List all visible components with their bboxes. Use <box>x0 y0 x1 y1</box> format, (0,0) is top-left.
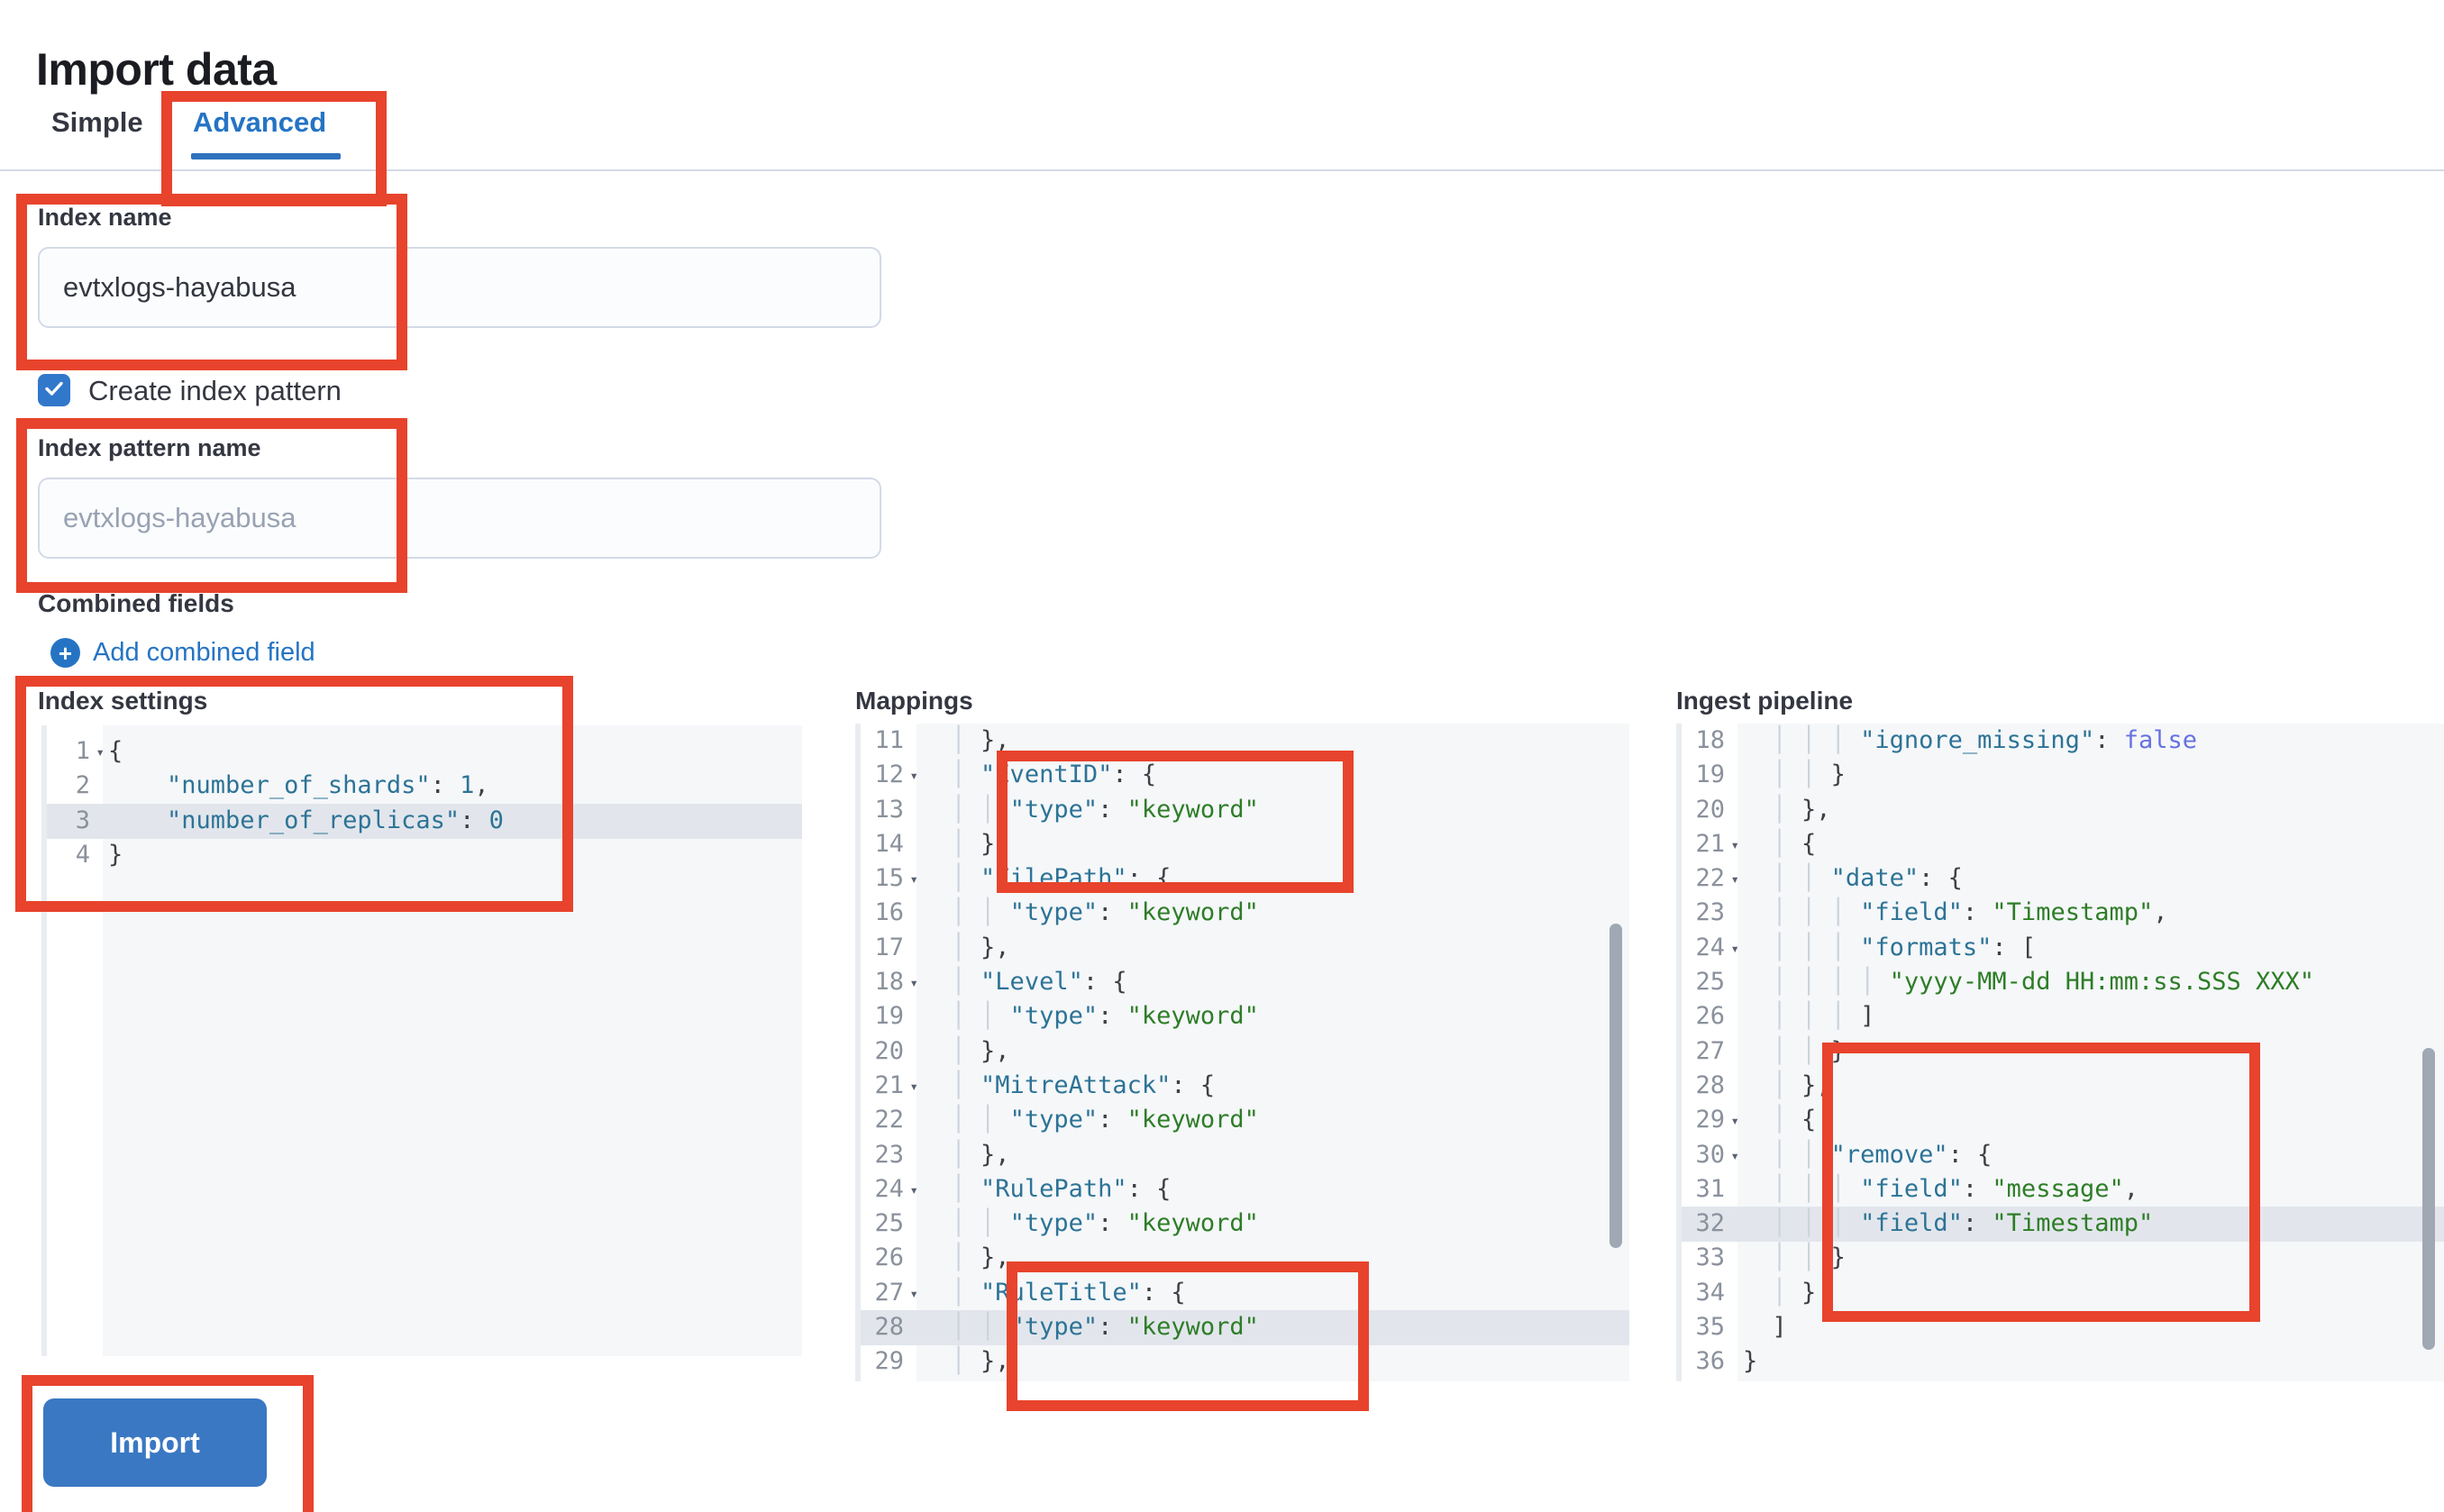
check-icon <box>43 378 65 404</box>
code-line: │ "RulePath": { <box>951 1174 1172 1203</box>
code-line: │ }, <box>1772 795 1831 824</box>
tabs-divider <box>0 169 2444 171</box>
fold-arrow-icon: ▾ <box>909 974 918 992</box>
active-line-highlight <box>41 803 802 839</box>
code-line: │ }, <box>951 1140 1010 1169</box>
fold-arrow-icon: ▾ <box>1730 1146 1739 1164</box>
code-line: │ │ │ ] <box>1772 1002 1875 1031</box>
code-line: │ │ "type": "keyword" <box>951 898 1259 927</box>
code-line: │ { <box>1772 1106 1817 1134</box>
create-index-pattern-label: Create index pattern <box>88 375 342 406</box>
code-line: │ │ │ "formats": [ <box>1772 933 2037 961</box>
code-line: │ }, <box>951 1347 1010 1376</box>
fold-arrow-icon: ▾ <box>909 1077 918 1095</box>
active-line-highlight <box>855 1310 1629 1346</box>
fold-arrow-icon: ▾ <box>909 1284 918 1302</box>
code-line: │ │ │ │ "yyyy-MM-dd HH:mm:ss.SSS XXX" <box>1772 968 2315 997</box>
code-line: ] <box>1743 1313 1787 1342</box>
fold-arrow-icon: ▾ <box>1730 870 1739 888</box>
add-combined-field-link[interactable]: + Add combined field <box>50 638 315 668</box>
tab-advanced[interactable]: Advanced <box>193 106 327 138</box>
code-line: │ │ "type": "keyword" <box>951 1209 1259 1238</box>
code-line: │ }, <box>951 1243 1010 1272</box>
ingest-scrollbar-thumb[interactable] <box>2422 1048 2435 1350</box>
code-line: │ }, <box>951 726 1010 754</box>
code-line: │ │ "type": "keyword" <box>951 795 1259 824</box>
code-line: { <box>108 737 123 765</box>
editor-gutter <box>1676 724 1737 1381</box>
code-line: "number_of_shards": 1, <box>167 771 489 800</box>
page-title: Import data <box>36 43 277 95</box>
code-line: │ } <box>1772 1278 1817 1307</box>
import-button[interactable]: Import <box>43 1398 267 1487</box>
index-settings-title: Index settings <box>38 687 208 715</box>
combined-fields-label: Combined fields <box>38 589 234 617</box>
code-area[interactable]: { "number_of_shards": 1, "number_of_repl… <box>108 734 802 872</box>
editor-left-strip <box>1676 724 1682 1381</box>
fold-arrow-icon: ▾ <box>909 870 918 888</box>
code-line: │ │ } <box>1772 761 1846 789</box>
code-line: │ }, <box>1772 1070 1831 1099</box>
tab-simple[interactable]: Simple <box>51 106 143 138</box>
code-line: } <box>1743 1347 1758 1376</box>
fold-arrow-icon: ▾ <box>1730 939 1739 957</box>
code-line: │ │ "type": "keyword" <box>951 1106 1259 1134</box>
create-index-pattern-checkbox[interactable] <box>38 374 70 406</box>
code-line: │ "Level": { <box>951 968 1127 997</box>
code-line: │ │ "date": { <box>1772 864 1963 893</box>
fold-arrow-icon: ▾ <box>1730 1112 1739 1130</box>
editor-left-strip <box>41 725 47 1356</box>
code-line: │ { <box>1772 829 1817 858</box>
editor-left-strip <box>855 724 861 1381</box>
plus-circle-icon: + <box>50 638 80 668</box>
code-line: │ │ "type": "keyword" <box>951 1313 1259 1342</box>
add-combined-field-label: Add combined field <box>93 638 315 667</box>
code-line: │ │ } <box>1772 1243 1846 1272</box>
code-line: │ │ │ "ignore_missing": false <box>1772 726 2197 754</box>
index-pattern-name-input[interactable] <box>38 478 881 559</box>
index-name-input[interactable] <box>38 247 881 328</box>
fold-arrow-icon: ▾ <box>96 743 105 761</box>
code-line: │ "EventID": { <box>951 761 1157 789</box>
code-line: │ "FilePath": { <box>951 864 1172 893</box>
index-name-label: Index name <box>38 204 172 231</box>
editor-gutter <box>855 724 916 1381</box>
code-line: } <box>108 840 123 869</box>
code-line: │ "MitreAttack": { <box>951 1070 1216 1099</box>
active-tab-underline <box>191 153 341 159</box>
ingest-pipeline-title: Ingest pipeline <box>1676 687 1854 715</box>
code-area[interactable]: │ }, │ "EventID": { │ │ "type": "keyword… <box>922 724 1629 1380</box>
code-line: │ │ "remove": { <box>1772 1140 1993 1169</box>
code-line: │ }, <box>951 933 1010 961</box>
fold-arrow-icon: ▾ <box>909 1180 918 1198</box>
index-pattern-name-label: Index pattern name <box>38 434 261 461</box>
code-line: │ │ │ "field": "Timestamp", <box>1772 898 2168 927</box>
fold-arrow-icon: ▾ <box>909 767 918 785</box>
fold-arrow-icon: ▾ <box>1730 835 1739 853</box>
active-line-highlight <box>1676 1207 2444 1243</box>
code-line: │ }, <box>951 829 1010 858</box>
mappings-title: Mappings <box>855 687 973 715</box>
code-line: │ │ "type": "keyword" <box>951 1002 1259 1031</box>
code-line: │ │ } <box>1772 1036 1846 1065</box>
code-line: "number_of_replicas": 0 <box>167 806 504 834</box>
code-line: │ }, <box>951 1036 1010 1065</box>
code-line: │ │ │ "field": "message", <box>1772 1174 2138 1203</box>
code-line: │ "RuleTitle": { <box>951 1278 1186 1307</box>
mappings-scrollbar-thumb[interactable] <box>1610 924 1622 1248</box>
code-line: │ │ │ "field": "Timestamp" <box>1772 1209 2154 1238</box>
code-area[interactable]: │ │ │ "ignore_missing": false │ │ } │ },… <box>1743 724 2444 1380</box>
